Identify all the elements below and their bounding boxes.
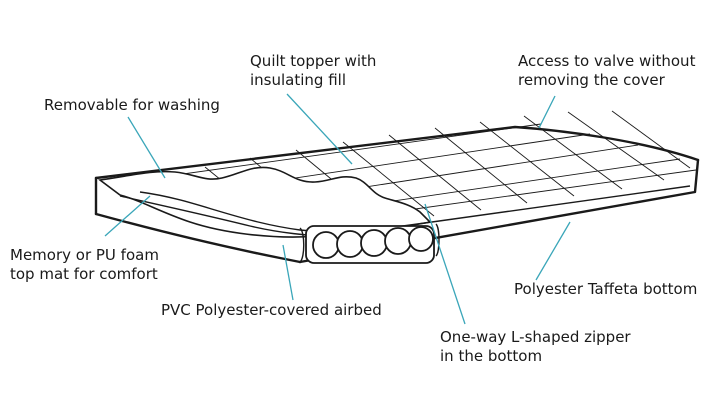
- label-memory-foam: Memory or PU foam top mat for comfort: [10, 246, 159, 284]
- label-valve-access: Access to valve without removing the cov…: [518, 52, 695, 90]
- label-pvc-airbed: PVC Polyester-covered airbed: [161, 301, 382, 320]
- label-memory-foam-line1: Memory or PU foam: [10, 246, 159, 264]
- label-valve-access-line1: Access to valve without: [518, 52, 696, 70]
- label-taffeta-bottom: Polyester Taffeta bottom: [514, 280, 697, 299]
- label-quilt-topper-line1: Quilt topper with: [250, 52, 377, 70]
- airbed-tubes: [305, 225, 435, 264]
- label-removable-line1: Removable for washing: [44, 96, 220, 114]
- label-quilt-topper-line2: insulating fill: [250, 71, 346, 89]
- label-quilt-topper: Quilt topper with insulating fill: [250, 52, 376, 90]
- label-taffeta-bottom-line1: Polyester Taffeta bottom: [514, 280, 698, 298]
- label-zipper-line1: One-way L-shaped zipper: [440, 328, 631, 346]
- leader-lines: [104, 93, 571, 325]
- label-pvc-airbed-line1: PVC Polyester-covered airbed: [161, 301, 382, 319]
- label-zipper-line2: in the bottom: [440, 347, 543, 365]
- peeled-topper: [97, 166, 432, 238]
- label-zipper: One-way L-shaped zipper in the bottom: [440, 328, 631, 366]
- mattress-top: [94, 125, 700, 180]
- label-removable: Removable for washing: [44, 96, 220, 115]
- label-memory-foam-line2: top mat for comfort: [10, 265, 158, 283]
- label-valve-access-line2: removing the cover: [518, 71, 665, 89]
